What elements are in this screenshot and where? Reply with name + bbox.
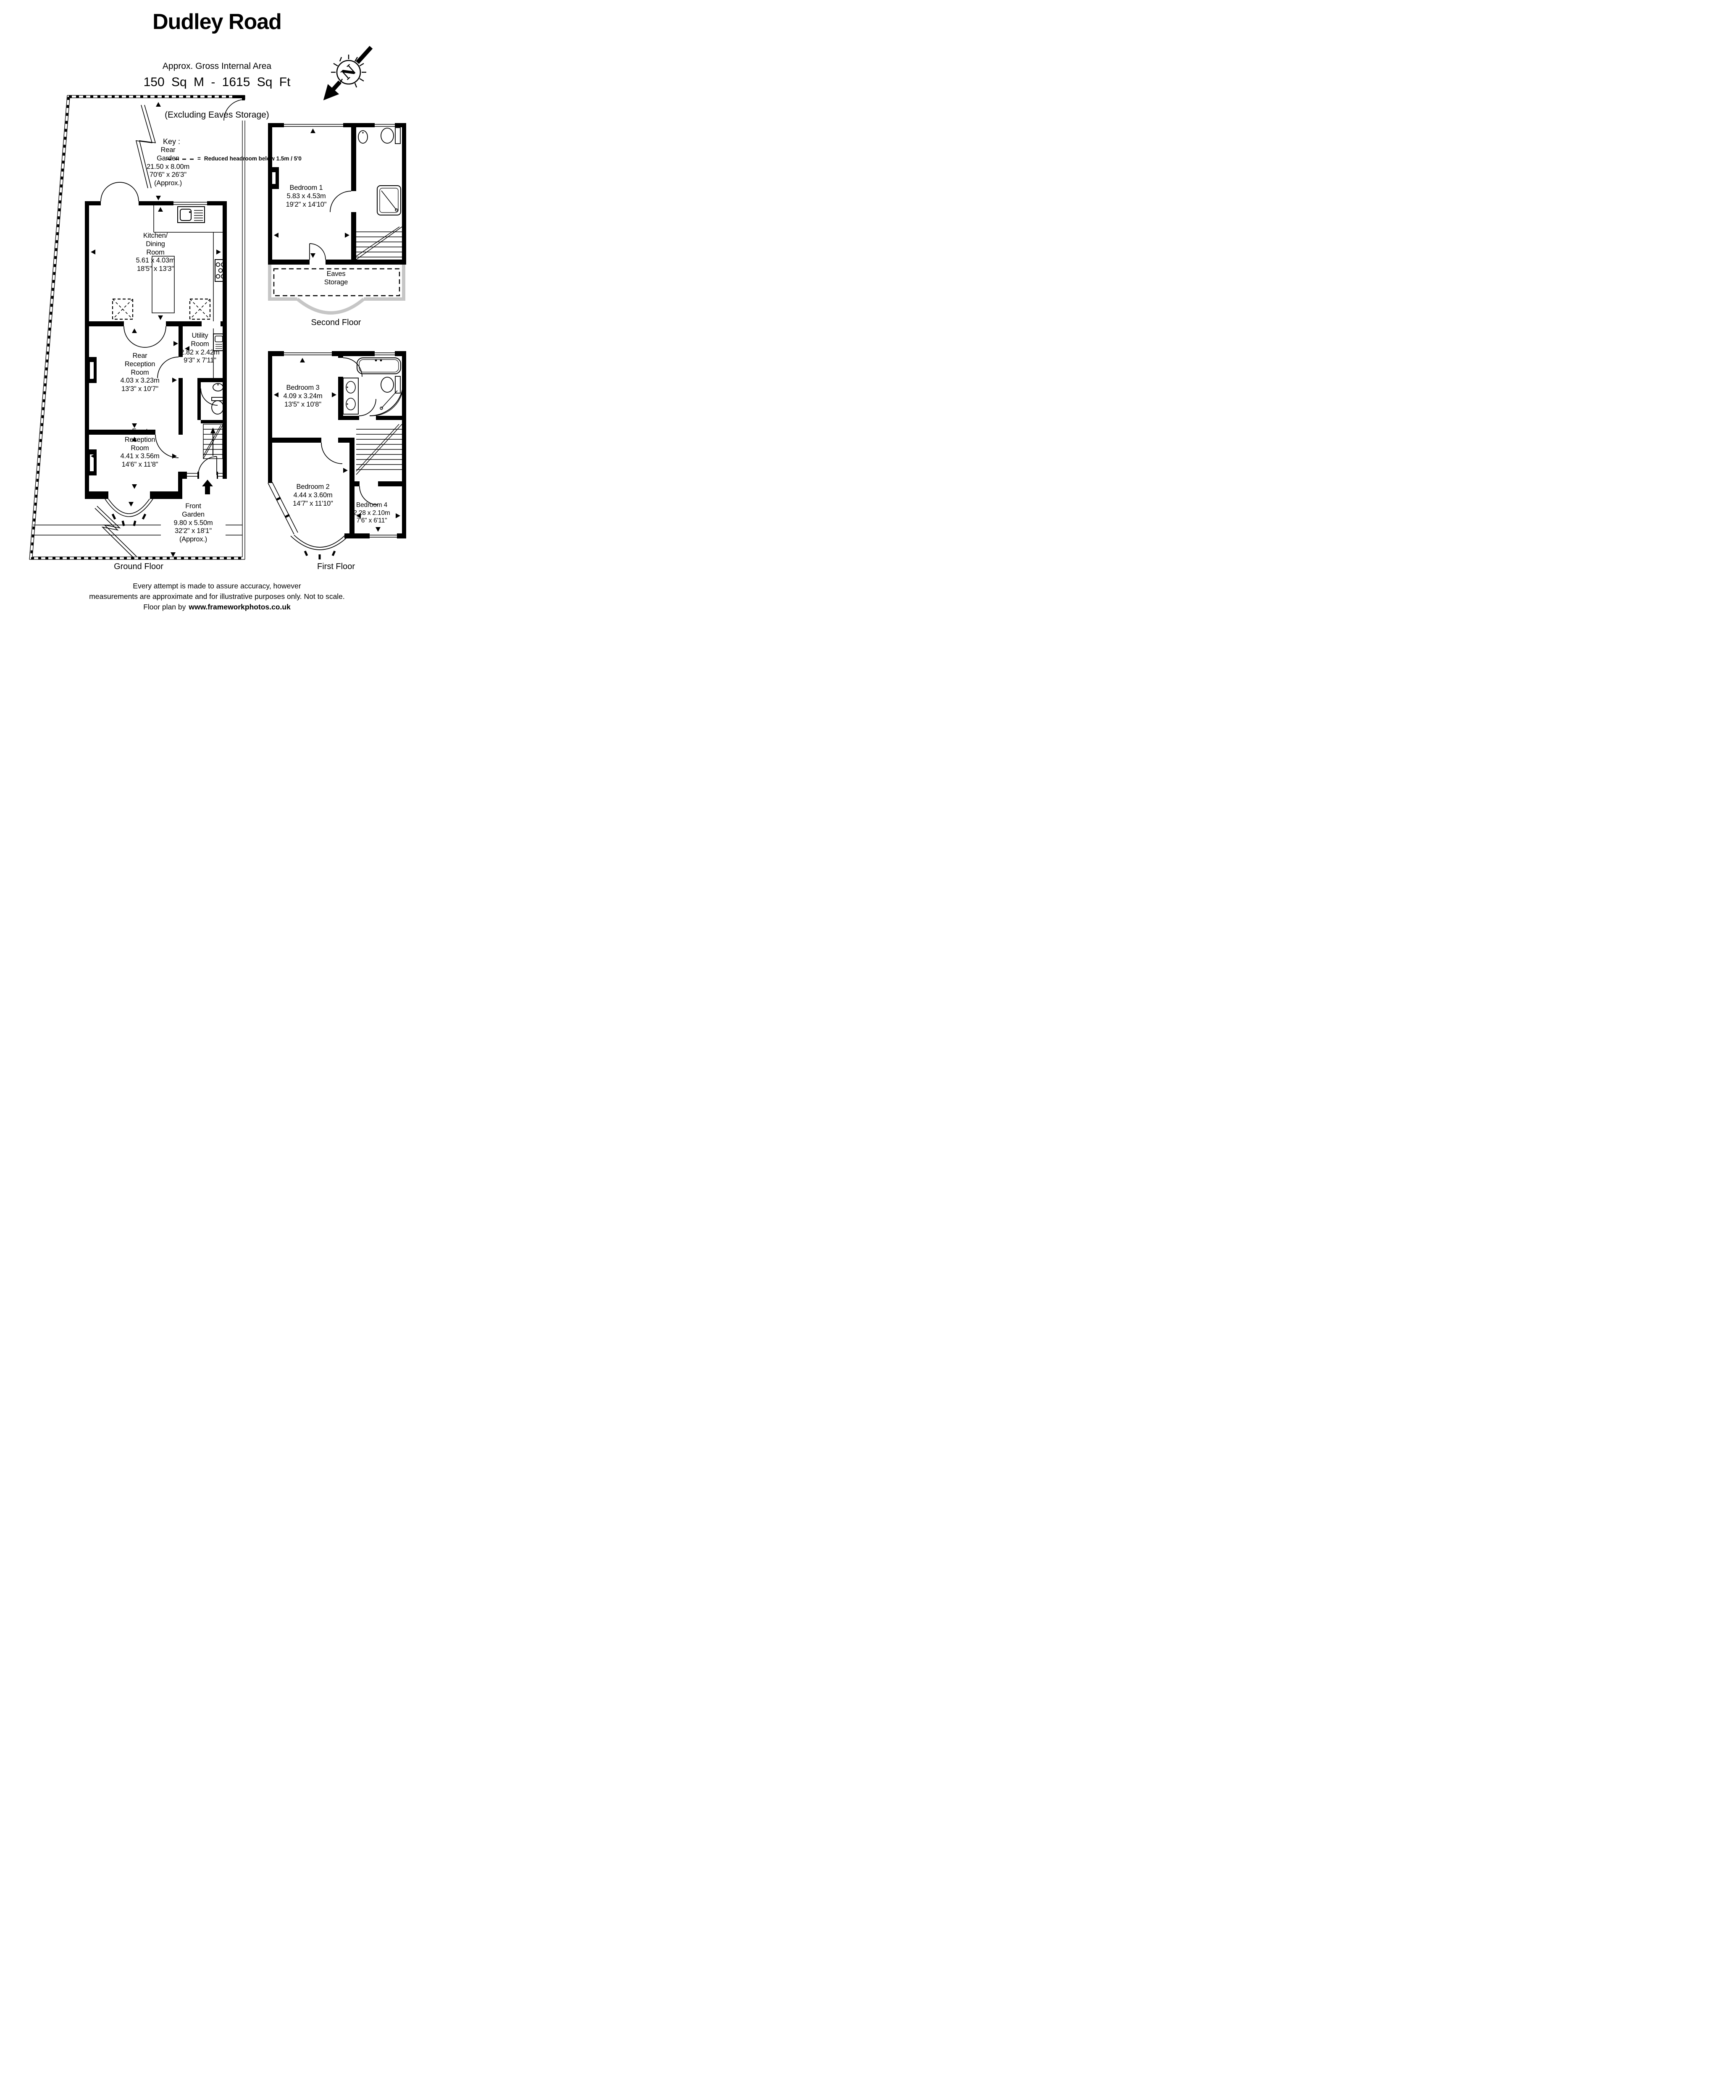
rooflight-icons-ground	[112, 298, 211, 320]
toilet-icon	[381, 128, 394, 144]
chimney-breast-second	[272, 167, 279, 189]
credit-url: www.frameworkphotos.co.uk	[189, 603, 291, 611]
shower-icon	[377, 185, 401, 215]
ensuite-fixtures-second	[358, 127, 401, 215]
ground-floor-plan	[29, 95, 245, 560]
kitchen-sink-icon	[177, 206, 205, 223]
house-walls-second	[268, 123, 406, 265]
wc-toilet-icon	[211, 400, 224, 415]
eaves-storage-dashed-box	[273, 268, 400, 297]
second-floor-label: Second Floor	[311, 318, 361, 327]
first-floor-plan	[268, 351, 406, 559]
disclaimer-line-2: measurements are approximate and for ill…	[89, 592, 345, 601]
ground-floor-label: Ground Floor	[114, 562, 163, 571]
windows-first	[284, 352, 397, 538]
north-arrow	[323, 46, 373, 100]
utility-sink-icon	[213, 328, 225, 378]
area-note: (Excluding Eaves Storage)	[165, 110, 269, 120]
house-walls-first	[268, 351, 406, 538]
bath-icon	[357, 357, 401, 374]
door-arcs-first	[321, 357, 378, 505]
second-floor-plan	[268, 123, 406, 315]
chimney-breasts-ground	[89, 357, 97, 475]
wc-basin-icon	[213, 383, 223, 391]
eaves-storage-outline	[268, 265, 405, 315]
first-floor-label: First Floor	[317, 562, 355, 571]
dimension-arrows-first	[274, 358, 400, 532]
floorplan-drawing: N	[29, 46, 406, 560]
basin-icon	[358, 130, 368, 144]
subtitle: Approx. Gross Internal Area	[162, 61, 272, 71]
door-arcs-ground	[100, 182, 218, 475]
plot-boundary	[29, 95, 245, 560]
staircase-first	[356, 424, 402, 475]
key-label: Key :	[163, 137, 181, 146]
step-arrow-icon	[202, 480, 213, 494]
credit-prefix: Floor plan by	[143, 603, 186, 611]
gross-internal-area: 150 Sq M - 1615 Sq Ft	[143, 75, 291, 89]
hob-icon	[215, 259, 226, 282]
page-title: Dudley Road	[152, 10, 282, 34]
garden-break-lines	[95, 105, 156, 559]
dimension-arrows-ground	[91, 102, 221, 557]
door-arcs-second	[309, 191, 352, 260]
front-door-arc	[198, 456, 217, 475]
bay-window-ground	[105, 499, 153, 526]
dimension-arrows-second	[274, 129, 349, 258]
staircase-ground	[203, 424, 223, 459]
vanity-basins-icon	[343, 378, 359, 415]
wc-fixtures-ground	[211, 383, 224, 415]
shower-icon	[369, 382, 404, 416]
windows-ground	[173, 202, 225, 477]
front-garden-dim-lines	[33, 525, 242, 536]
bay-window-first	[268, 482, 349, 559]
floorplan-page: N	[0, 0, 434, 614]
kitchen-counter	[153, 205, 223, 321]
disclaimer-line-1: Every attempt is made to assure accuracy…	[133, 582, 301, 590]
bathroom-fixtures-first	[343, 357, 404, 416]
dining-table	[152, 256, 175, 313]
compass-icon: N	[323, 46, 373, 100]
staircase-second	[356, 226, 402, 260]
key-item: =Reduced headroom below 1.5m / 5'0	[197, 155, 302, 162]
key-equals: =	[197, 155, 201, 162]
french-doors-arc	[100, 182, 139, 202]
key-item-text: Reduced headroom below 1.5m / 5'0	[204, 155, 302, 162]
garden-gate-arc	[223, 99, 245, 121]
windows-second	[284, 124, 395, 127]
toilet-icon	[381, 377, 394, 393]
